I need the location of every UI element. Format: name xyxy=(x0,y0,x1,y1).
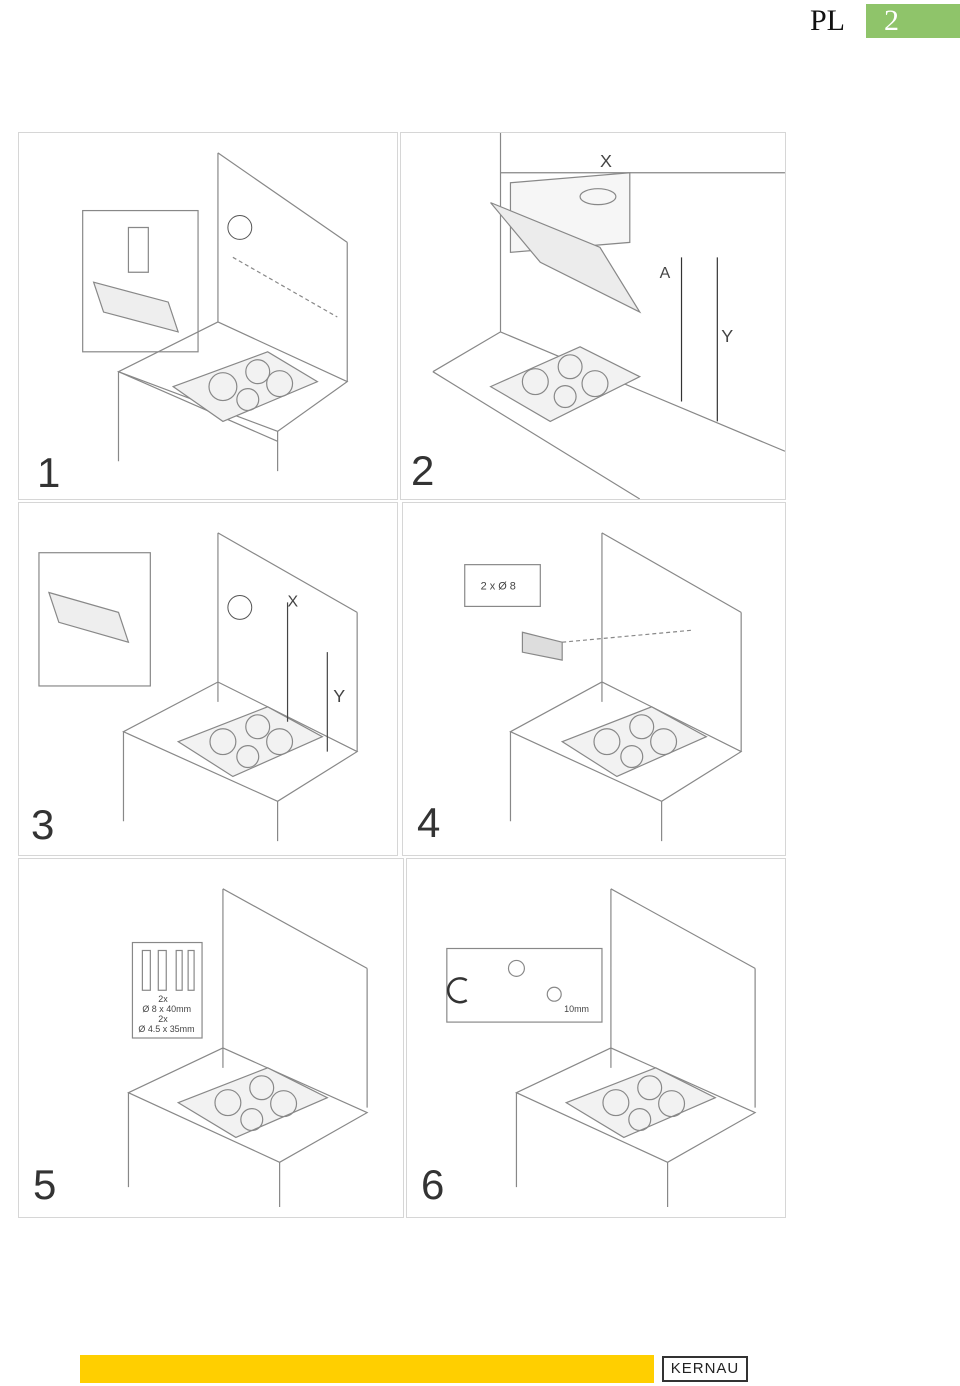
fixings-line1: 2x xyxy=(158,994,168,1004)
step-3-illustration: X Y xyxy=(38,532,359,842)
step-2-illustration: X A Y xyxy=(432,133,785,499)
step-5-number: 5 xyxy=(33,1161,57,1208)
step-6-panel: 10mm 6 xyxy=(406,858,786,1218)
language-code: PL xyxy=(810,4,846,37)
installation-steps-grid: 1 X A Y 2 xyxy=(18,132,788,1218)
fixings-line3: 2x xyxy=(158,1014,168,1024)
step-2-number: 2 xyxy=(411,447,435,494)
distance-label: 10mm xyxy=(564,1004,589,1014)
fixings-line2: Ø 8 x 40mm xyxy=(142,1004,191,1014)
step-5-illustration: 2x Ø 8 x 40mm 2x Ø 4.5 x 35mm xyxy=(127,888,369,1208)
step-1-number: 1 xyxy=(37,449,61,496)
step-4-illustration: 2 x Ø 8 xyxy=(464,532,743,842)
step-4-panel: 2 x Ø 8 4 xyxy=(402,502,786,856)
fixings-line4: Ø 4.5 x 35mm xyxy=(138,1024,194,1034)
dimension-y-label: Y xyxy=(333,686,345,706)
brand-logo: KERNAU xyxy=(662,1356,748,1382)
footer-accent-bar xyxy=(80,1355,654,1383)
step-3-number: 3 xyxy=(31,801,55,848)
step-2-panel: X A Y 2 xyxy=(400,132,786,500)
dimension-x-label: X xyxy=(288,593,299,610)
step-1-panel: 1 xyxy=(18,132,398,500)
step-1-illustration xyxy=(82,152,349,472)
page-number-badge: 2 xyxy=(866,4,960,38)
dimension-x-label: X xyxy=(600,151,612,171)
step-6-illustration: 10mm xyxy=(446,888,757,1208)
dimension-y-label: Y xyxy=(721,326,733,346)
step-6-number: 6 xyxy=(421,1161,445,1208)
step-5-panel: 2x Ø 8 x 40mm 2x Ø 4.5 x 35mm 5 xyxy=(18,858,404,1218)
step-3-panel: X Y 3 xyxy=(18,502,398,856)
drill-holes-label: 2 x Ø 8 xyxy=(481,581,516,593)
dimension-a-label: A xyxy=(660,265,671,282)
step-4-number: 4 xyxy=(417,799,441,846)
